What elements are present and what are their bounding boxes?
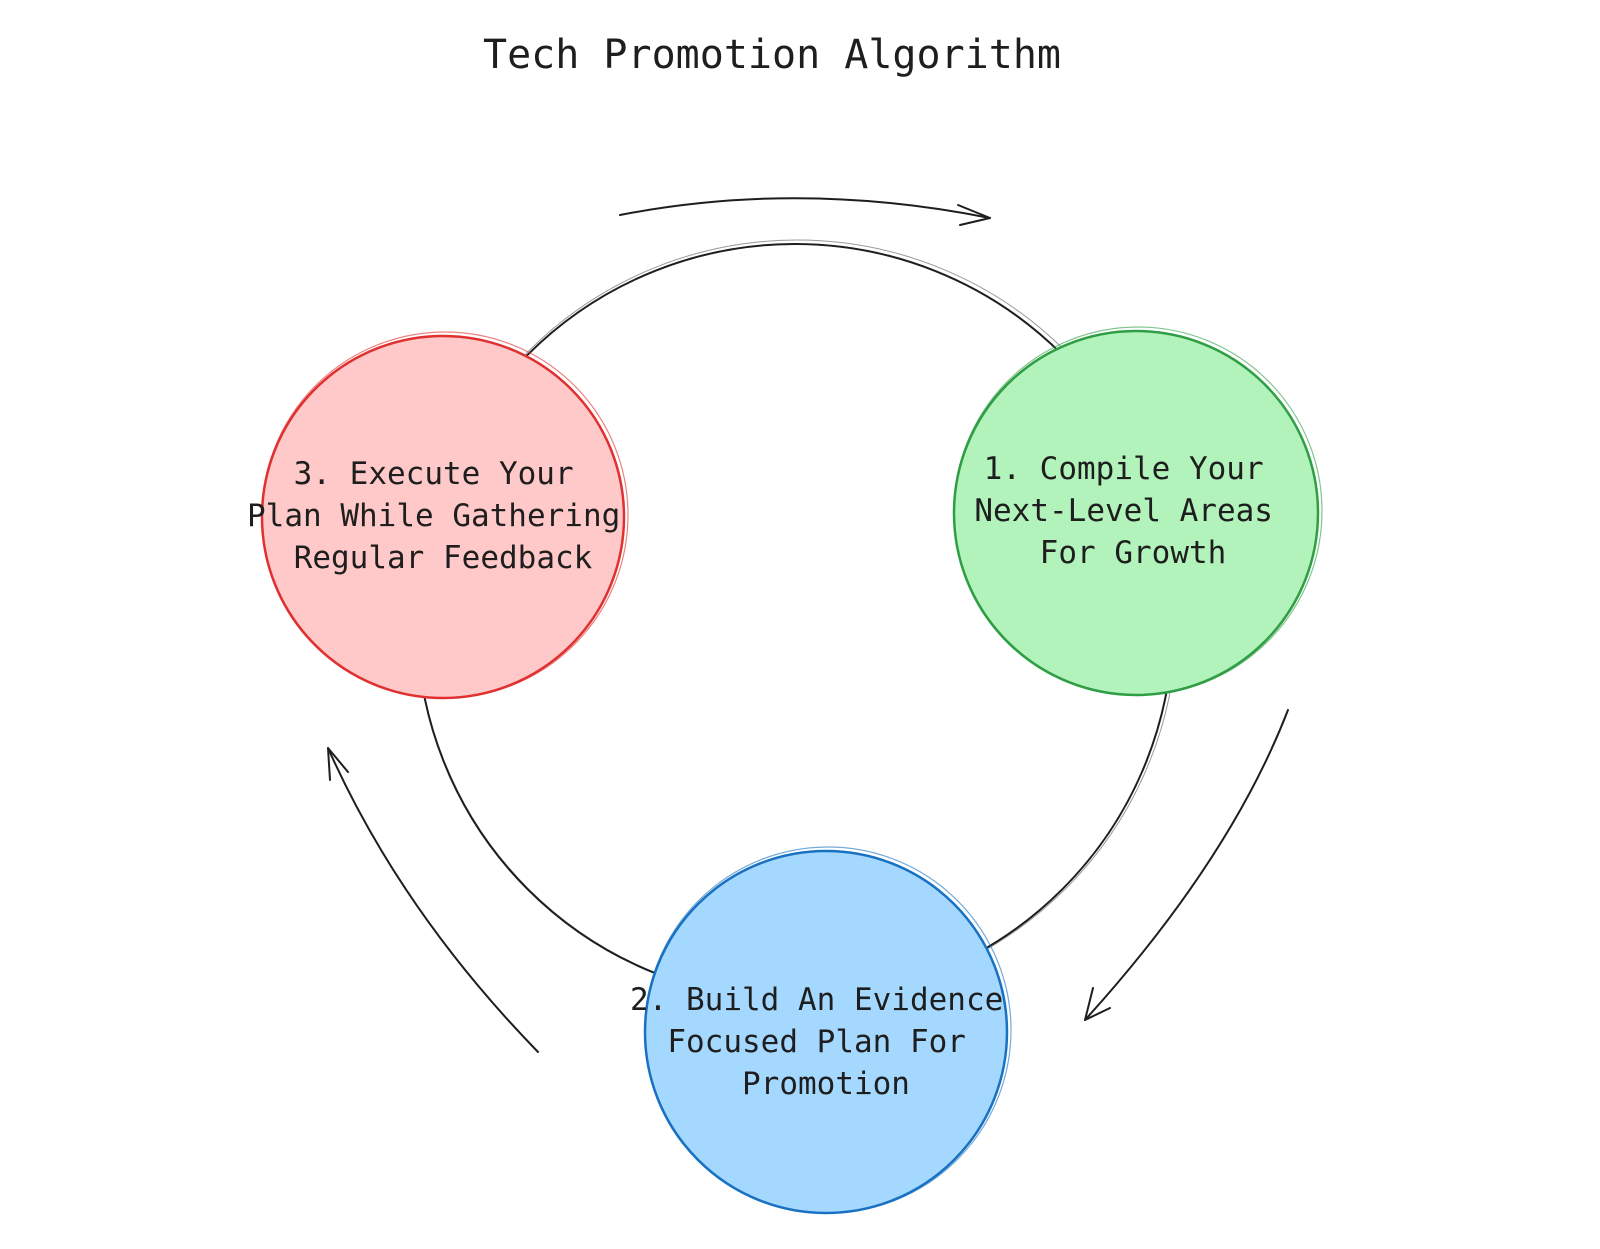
step-3-line-2: Plan While Gathering — [247, 498, 620, 534]
step-2-node: 2. Build An Evidence Focused Plan For Pr… — [630, 846, 1022, 1215]
step-3-line-1: 3. Execute Your — [294, 456, 574, 492]
step-3-node: 3. Execute Your Plan While Gathering Reg… — [247, 331, 639, 700]
step-3-label: 3. Execute Your Plan While Gathering Reg… — [247, 456, 639, 576]
flow-arrow-left — [327, 747, 539, 1053]
diagram-title: Tech Promotion Algorithm — [483, 32, 1061, 78]
flow-arrow-right — [1084, 709, 1289, 1021]
step-1-line-1: 1. Compile Your — [984, 451, 1264, 487]
step-3-line-3: Regular Feedback — [294, 540, 593, 576]
step-1-line-2: Next-Level Areas — [974, 493, 1273, 529]
step-1-line-3: For Growth — [1040, 535, 1227, 571]
step-2-line-2: Focused Plan For — [667, 1024, 966, 1060]
flow-arrow-top — [619, 197, 991, 226]
step-1-label: 1. Compile Your Next-Level Areas For Gro… — [974, 451, 1291, 571]
step-1-node: 1. Compile Your Next-Level Areas For Gro… — [952, 326, 1323, 697]
step-2-line-3: Promotion — [742, 1066, 910, 1102]
step-2-label: 2. Build An Evidence Focused Plan For Pr… — [630, 982, 1022, 1102]
step-2-line-1: 2. Build An Evidence — [630, 982, 1003, 1018]
